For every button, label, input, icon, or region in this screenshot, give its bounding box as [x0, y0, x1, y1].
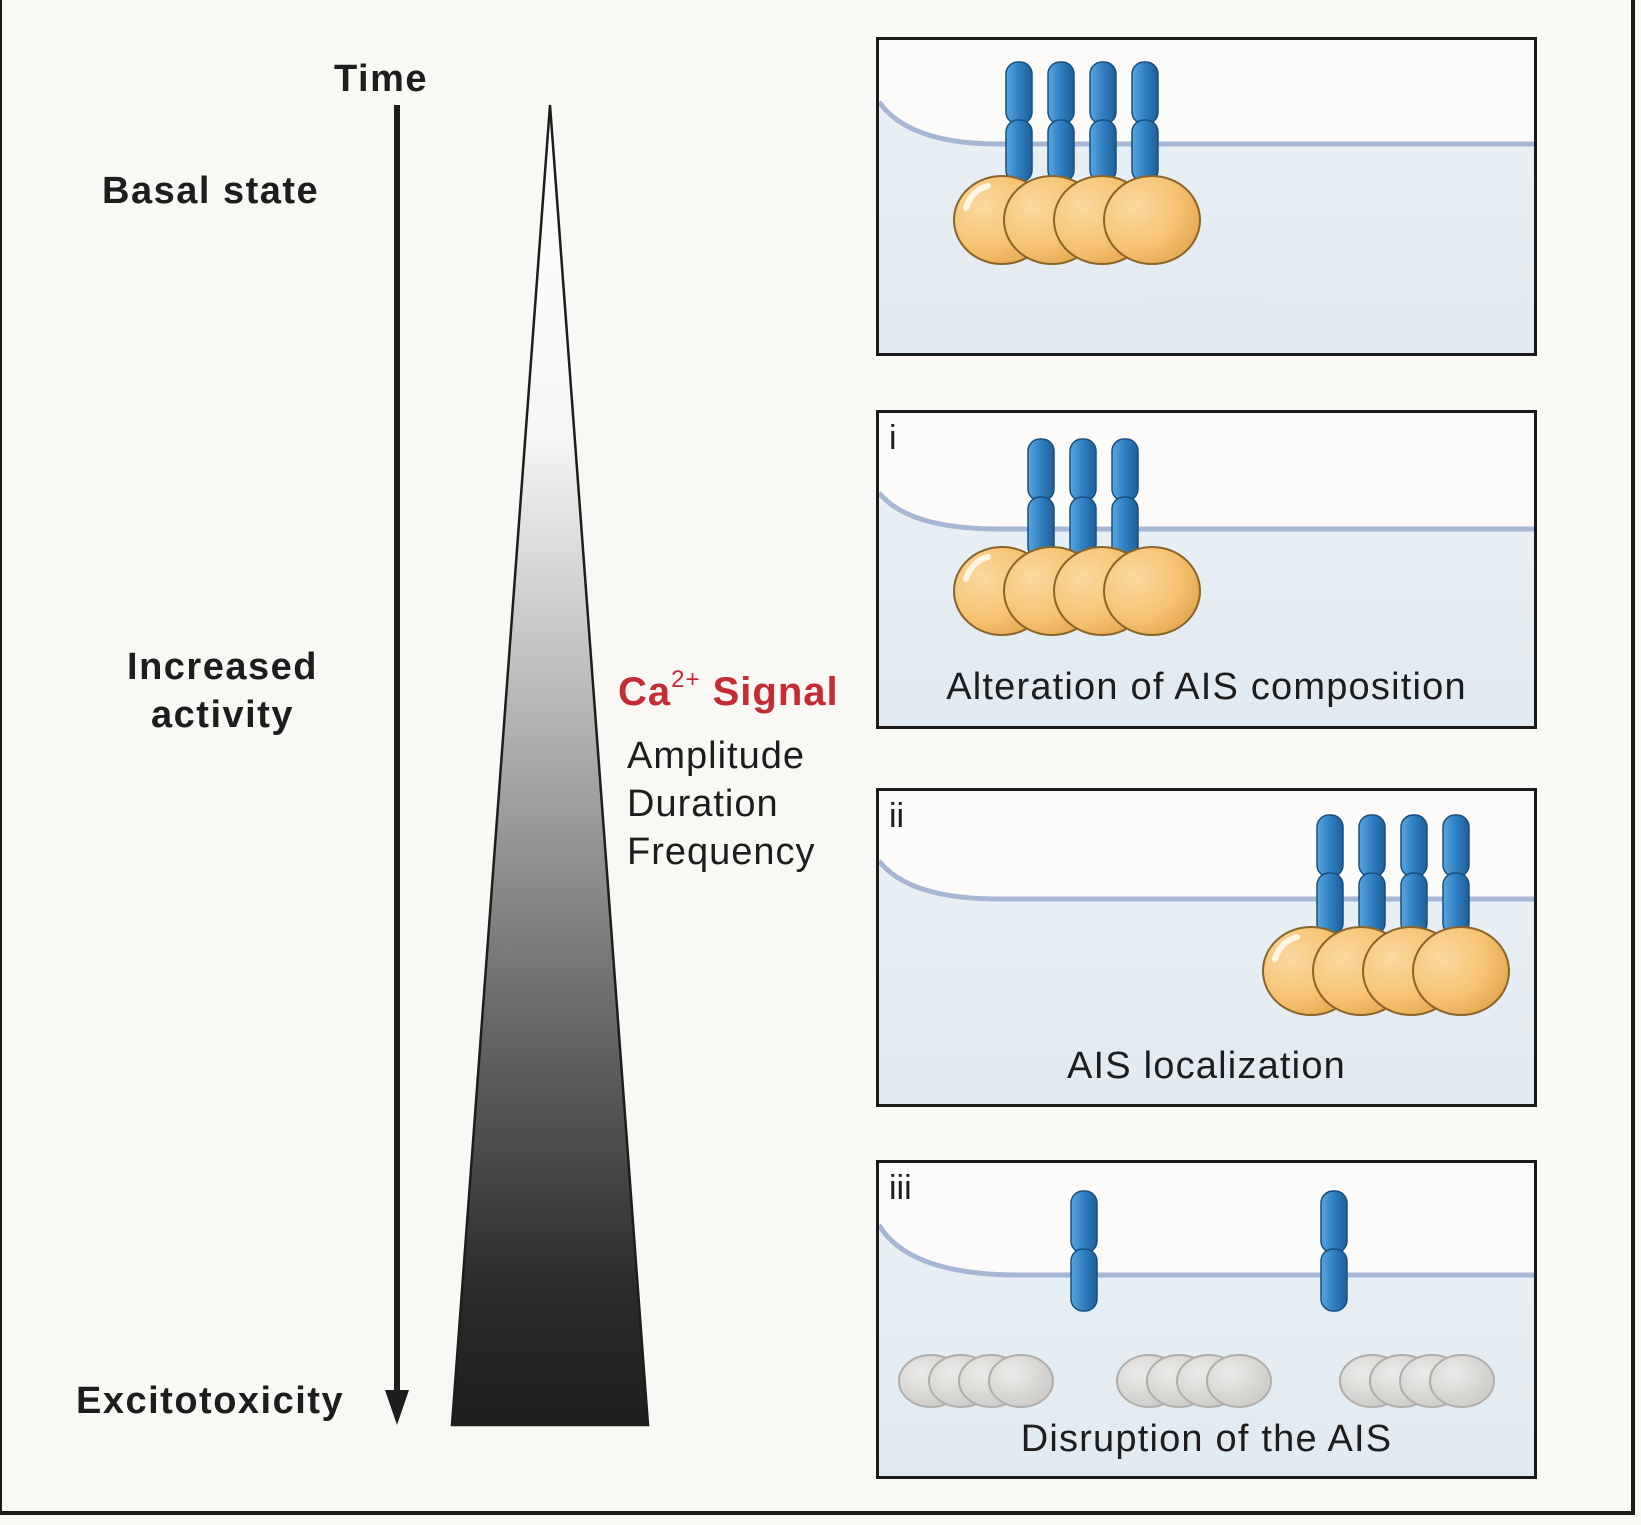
panel-caption: Alteration of AIS composition	[946, 666, 1467, 708]
ankyrin-scaffold	[1263, 927, 1509, 1015]
panel-caption: AIS localization	[1066, 1045, 1346, 1087]
membrane	[879, 1223, 1534, 1278]
sodium-channel	[1069, 438, 1097, 560]
sodium-channel	[1070, 1190, 1098, 1312]
disrupted-scaffold	[1339, 1354, 1495, 1408]
ca-signal-prefix: Ca	[618, 670, 672, 714]
axon-interior	[879, 1225, 1534, 1476]
panel-localization-illustration	[879, 814, 1534, 1104]
panel-basal-illustration	[879, 61, 1534, 353]
membrane	[879, 859, 1534, 902]
excitotoxicity-label: Excitotoxicity	[76, 1380, 345, 1422]
panel-disruption-illustration	[879, 1190, 1534, 1476]
panel-localization: ii AIS localization	[876, 788, 1537, 1107]
property-duration: Duration	[627, 783, 779, 825]
sodium-channel	[1320, 1190, 1348, 1312]
property-amplitude: Amplitude	[627, 735, 805, 777]
panel-basal	[876, 37, 1537, 356]
increased-activity-line2: activity	[151, 694, 294, 736]
sodium-channel	[1442, 814, 1470, 936]
ca-signal-properties: Amplitude Duration Frequency	[627, 732, 816, 876]
membrane	[879, 100, 1534, 147]
panel-composition-illustration	[879, 438, 1534, 726]
basal-state-label: Basal state	[102, 170, 320, 212]
panel-composition: i Alteration of AIS composition	[876, 410, 1537, 729]
disrupted-scaffold	[898, 1354, 1054, 1408]
time-arrow-head	[385, 1390, 409, 1425]
ankyrin-scaffold	[954, 176, 1200, 264]
signal-intensity-wedge	[450, 104, 650, 1427]
sodium-channel	[1089, 61, 1117, 183]
ca-superscript: 2+	[671, 666, 701, 693]
membrane	[879, 491, 1534, 532]
ca-signal-title: Ca2+ Signal	[618, 666, 839, 715]
increased-activity-label: Increased activity	[110, 643, 335, 739]
gradient-wedge	[450, 104, 650, 1427]
ankyrin-scaffold	[954, 547, 1200, 635]
sodium-channel	[1358, 814, 1386, 936]
sodium-channel	[1131, 61, 1159, 183]
sodium-channel	[1316, 814, 1344, 936]
panel-numeral: i	[889, 419, 897, 457]
panel-numeral: ii	[889, 797, 905, 835]
disrupted-scaffold	[1116, 1354, 1272, 1408]
sodium-channel	[1111, 438, 1139, 560]
sodium-channel	[1027, 438, 1055, 560]
panel-numeral: iii	[889, 1169, 912, 1207]
axon-interior	[879, 102, 1534, 353]
ca-signal-suffix: Signal	[700, 670, 839, 714]
panel-caption: Disruption of the AIS	[1020, 1418, 1393, 1460]
time-arrow	[385, 105, 409, 1425]
sodium-channel	[1047, 61, 1075, 183]
sodium-channel	[1005, 61, 1033, 183]
property-frequency: Frequency	[627, 831, 816, 873]
sodium-channel	[1400, 814, 1428, 936]
time-label: Time	[334, 58, 429, 100]
increased-activity-line1: Increased	[127, 646, 318, 688]
panel-disruption: iii Disruption of the AIS	[876, 1160, 1537, 1479]
